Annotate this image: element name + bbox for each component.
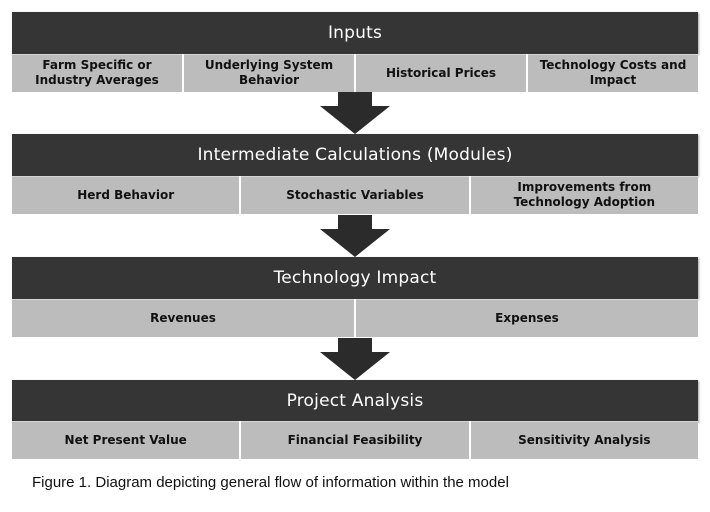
intermediate-item-improvements: Improvements from Technology Adoption <box>470 176 698 214</box>
inputs-item-historical-prices: Historical Prices <box>356 54 526 92</box>
inputs-item-underlying-system: Underlying System Behavior <box>184 54 354 92</box>
intermediate-item-herd-behavior: Herd Behavior <box>12 176 240 214</box>
project-analysis-header: Project Analysis <box>12 380 698 422</box>
inputs-header: Inputs <box>12 12 698 54</box>
down-arrow-3 <box>320 338 390 380</box>
down-arrow-1 <box>320 92 390 134</box>
intermediate-header: Intermediate Calculations (Modules) <box>12 134 698 176</box>
intermediate-item-stochastic-variables: Stochastic Variables <box>241 176 469 214</box>
technology-impact-item-revenues: Revenues <box>12 299 354 337</box>
project-analysis-item-sensitivity: Sensitivity Analysis <box>470 421 698 459</box>
project-analysis-row: Net Present Value Financial Feasibility … <box>12 421 698 459</box>
inputs-row: Farm Specific or Industry Averages Under… <box>12 54 698 92</box>
technology-impact-item-expenses: Expenses <box>356 299 698 337</box>
inputs-item-technology-costs: Technology Costs and Impact <box>528 54 698 92</box>
intermediate-row: Herd Behavior Stochastic Variables Impro… <box>12 176 698 214</box>
project-analysis-item-npv: Net Present Value <box>12 421 240 459</box>
project-analysis-item-financial-feasibility: Financial Feasibility <box>241 421 469 459</box>
down-arrow-2 <box>320 215 390 257</box>
inputs-item-farm-specific: Farm Specific or Industry Averages <box>12 54 182 92</box>
technology-impact-row: Revenues Expenses <box>12 299 698 337</box>
figure-caption: Figure 1. Diagram depicting general flow… <box>32 474 509 491</box>
technology-impact-header: Technology Impact <box>12 257 698 299</box>
